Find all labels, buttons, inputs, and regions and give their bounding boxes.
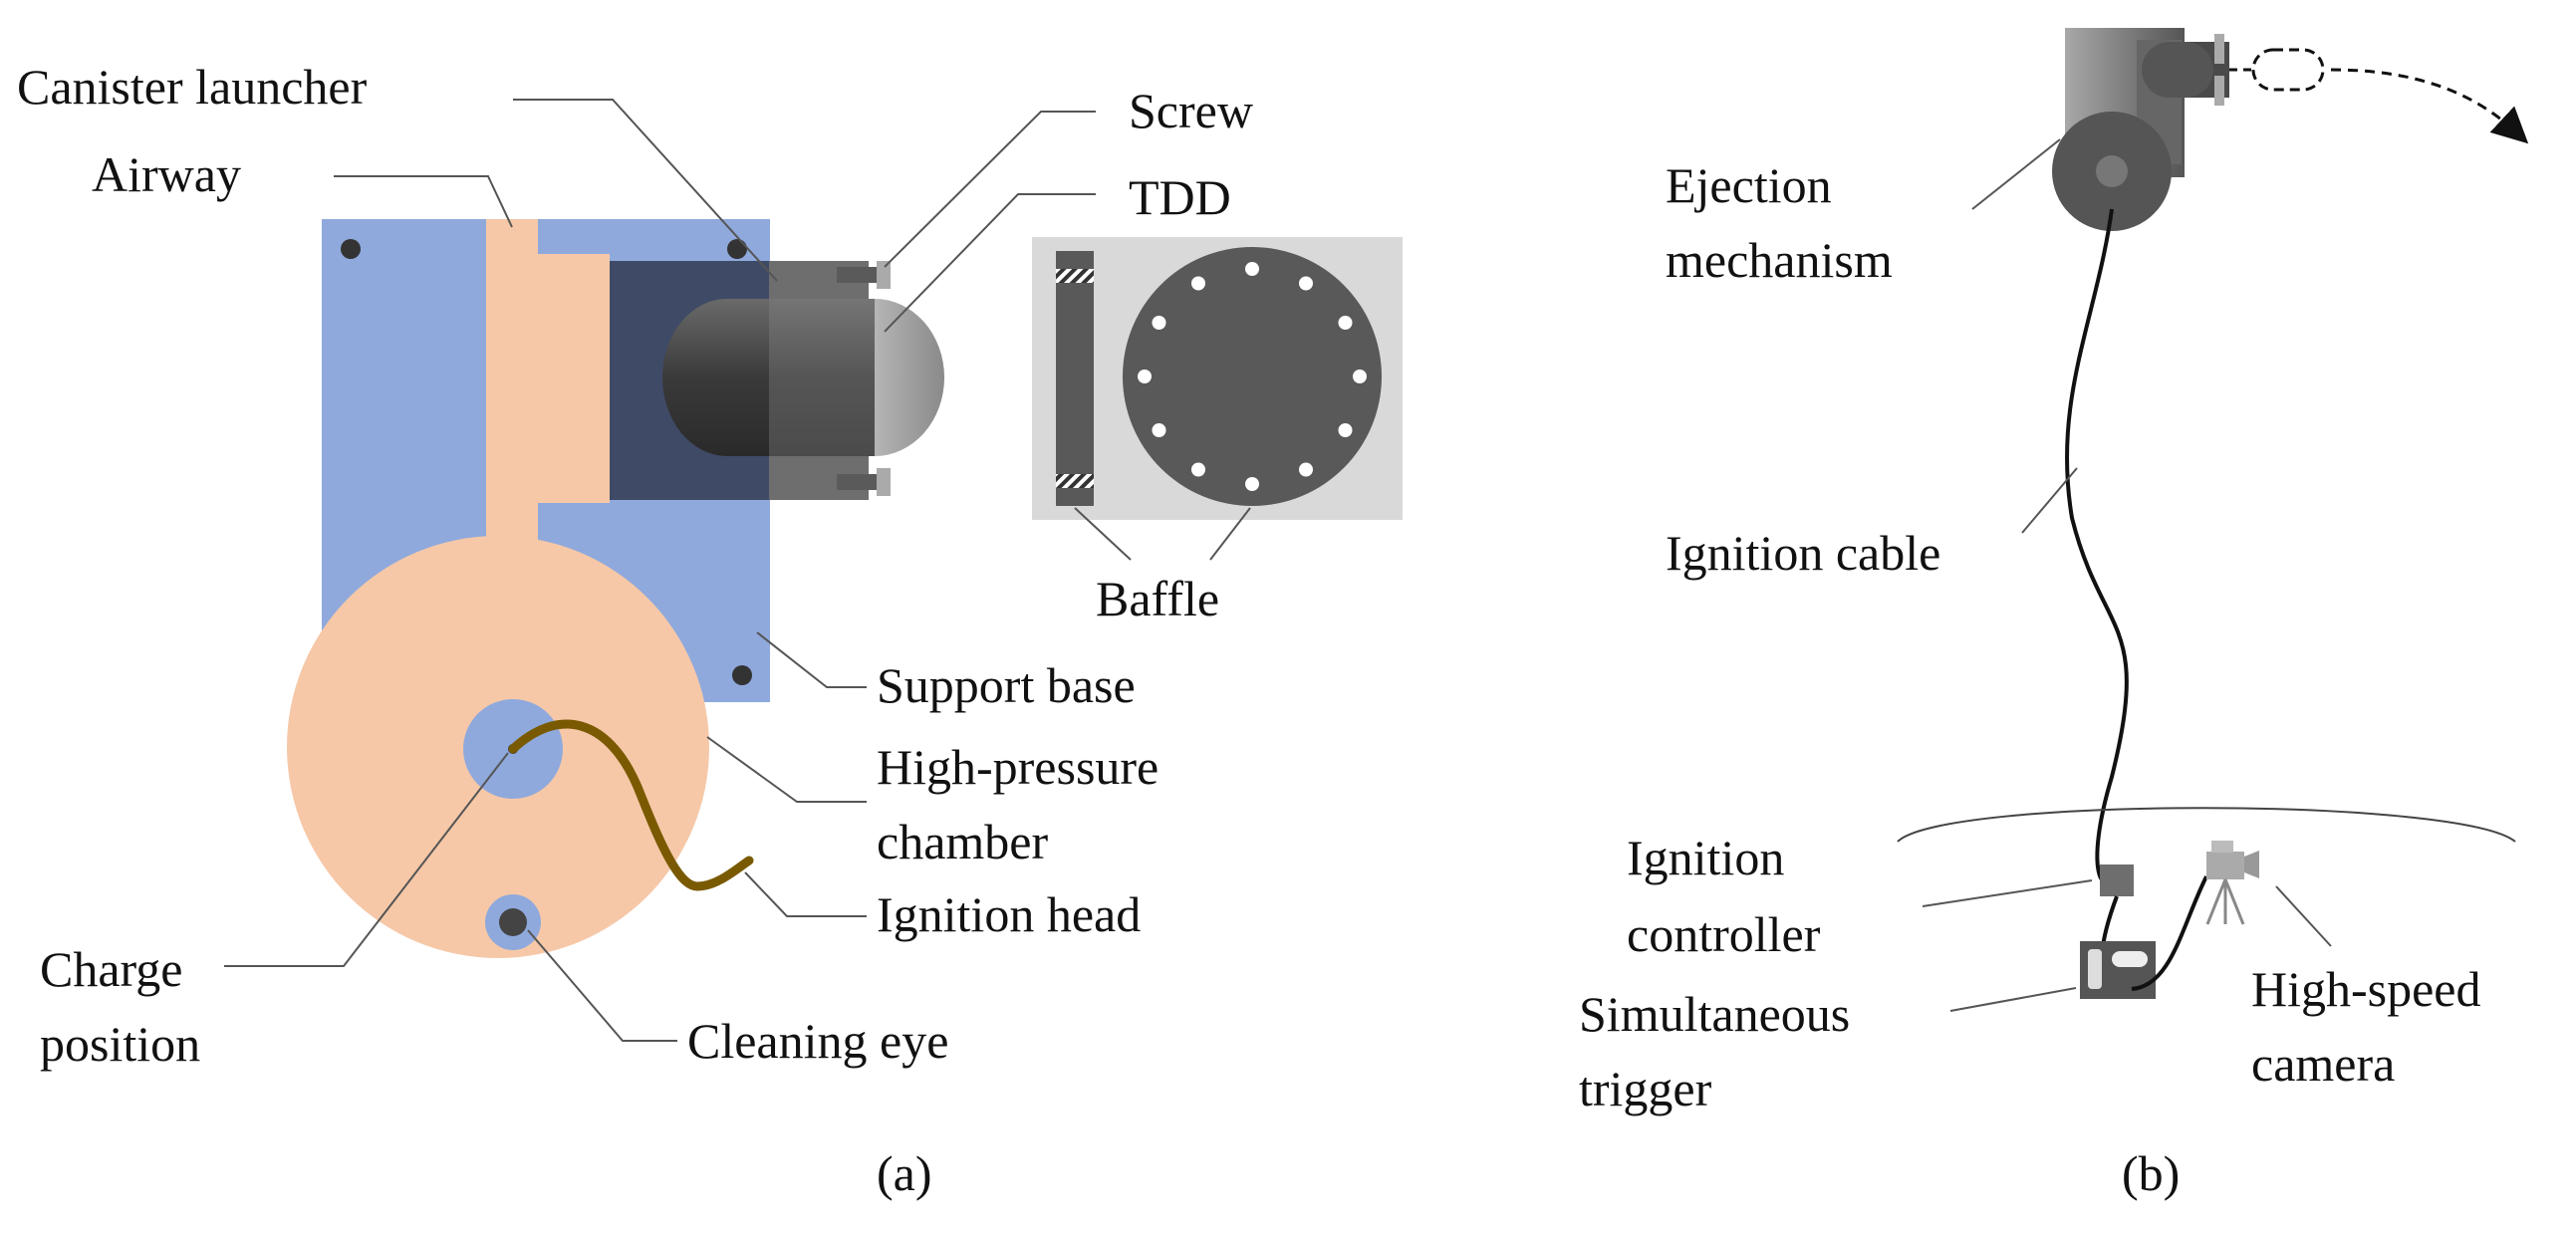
label-ign-ctrl-1: Ignition [1627, 830, 1784, 885]
label-ignition-cable: Ignition cable [1666, 525, 1940, 581]
camera-top [2211, 841, 2233, 853]
leader-screw [884, 111, 1096, 268]
leader-ignition-cable [2021, 467, 2078, 534]
ejection-chamber-center [2096, 155, 2128, 187]
screw [837, 267, 879, 283]
label-baffle: Baffle [1096, 571, 1219, 626]
label-ignition-head: Ignition head [877, 886, 1141, 942]
label-cleaning-eye: Cleaning eye [687, 1013, 948, 1069]
label-sim-trig-2: trigger [1579, 1061, 1712, 1116]
screw-head [877, 261, 891, 289]
screw-head [877, 468, 891, 496]
bolt-hole [727, 239, 747, 259]
bolt-hole [732, 665, 752, 685]
baffle-hatch-bottom [1056, 474, 1094, 488]
tripod-leg [2223, 878, 2245, 925]
label-high-pressure-2: chamber [877, 814, 1048, 869]
airway-flange [538, 254, 610, 503]
leader-simultaneous-trigger [1949, 987, 2077, 1012]
tripod-leg [2205, 878, 2227, 925]
baffle-hole [1152, 316, 1166, 330]
leader-cleaning-eye [527, 929, 677, 1042]
projectile-outline [2251, 48, 2325, 92]
baffle-plate-side [1056, 251, 1094, 506]
baffle-hole [1152, 423, 1166, 437]
label-sim-trig-1: Simultaneous [1579, 986, 1850, 1042]
leader-airway [334, 175, 513, 228]
trigger-display [2112, 951, 2148, 967]
panel-b: Ejection mechanism Ignition cable Igniti… [1579, 28, 2529, 1201]
airway [486, 219, 538, 568]
baffle-hole [1338, 423, 1353, 437]
baffle-hole [1245, 477, 1259, 491]
ignition-controller [2100, 864, 2134, 896]
ignition-cable [2065, 208, 2129, 883]
ejection-canister [2142, 42, 2213, 98]
panel-a: Canister launcher Airway Screw TDD Baffl… [17, 59, 1403, 1201]
label-ign-ctrl-2: controller [1627, 906, 1821, 962]
tdd-nose [875, 299, 944, 456]
leader-baffle-left [1074, 507, 1132, 561]
cleaning-eye-center [499, 908, 527, 936]
baffle-hole [1191, 276, 1205, 291]
bolt-hole [341, 239, 361, 259]
baffle-hole [1138, 370, 1152, 383]
trigger-camera-wire [2131, 875, 2208, 991]
leader-ignition-controller [1922, 879, 2093, 907]
caption-b: (b) [2122, 1145, 2180, 1201]
ejection-flange-top [2214, 34, 2224, 64]
ignition-head-wire [508, 719, 754, 891]
label-screw: Screw [1129, 83, 1253, 138]
label-ejection-2: mechanism [1666, 232, 1893, 288]
tdd-muzzle-overlay [769, 299, 875, 456]
tdd-body [662, 299, 875, 456]
leader-high-speed-camera [2275, 885, 2332, 947]
baffle-hole [1299, 462, 1313, 477]
ejection-flange-bottom [2214, 76, 2224, 106]
leader-support-base [756, 631, 867, 688]
label-hs-cam-1: High-speed [2251, 961, 2481, 1017]
label-ejection-1: Ejection [1666, 157, 1832, 213]
baffle-hole [1299, 276, 1313, 291]
baffle-hatch-top [1056, 269, 1094, 283]
label-airway: Airway [92, 146, 241, 202]
leader-baffle-right [1209, 507, 1251, 561]
trigger-switch [2088, 949, 2102, 989]
leader-charge-position [224, 752, 509, 967]
baffle-hole [1338, 316, 1353, 330]
baffle-hole [1191, 462, 1205, 477]
trajectory-arrow [2330, 68, 2529, 144]
label-canister-launcher: Canister launcher [17, 59, 368, 115]
caption-a: (a) [877, 1145, 932, 1201]
baffle-plate-front [1123, 247, 1382, 506]
label-charge-2: position [40, 1016, 200, 1072]
leader-high-pressure [706, 736, 867, 803]
label-charge-1: Charge [40, 941, 182, 997]
leader-ignition-head [744, 871, 867, 917]
label-tdd: TDD [1129, 169, 1231, 225]
leader-tdd [884, 193, 1096, 333]
baffle-holes [1138, 262, 1367, 491]
camera-lens [2244, 851, 2259, 878]
leader-ejection [1971, 138, 2061, 210]
label-support-base: Support base [877, 657, 1136, 713]
label-hs-cam-2: camera [2251, 1036, 2395, 1092]
ground-arc [1897, 807, 2516, 843]
camera-body [2206, 852, 2244, 879]
leader-canister-launcher [513, 99, 778, 282]
baffle-hole [1353, 370, 1367, 383]
screw [837, 474, 879, 490]
label-high-pressure-1: High-pressure [877, 739, 1159, 795]
baffle-hole [1245, 262, 1259, 276]
